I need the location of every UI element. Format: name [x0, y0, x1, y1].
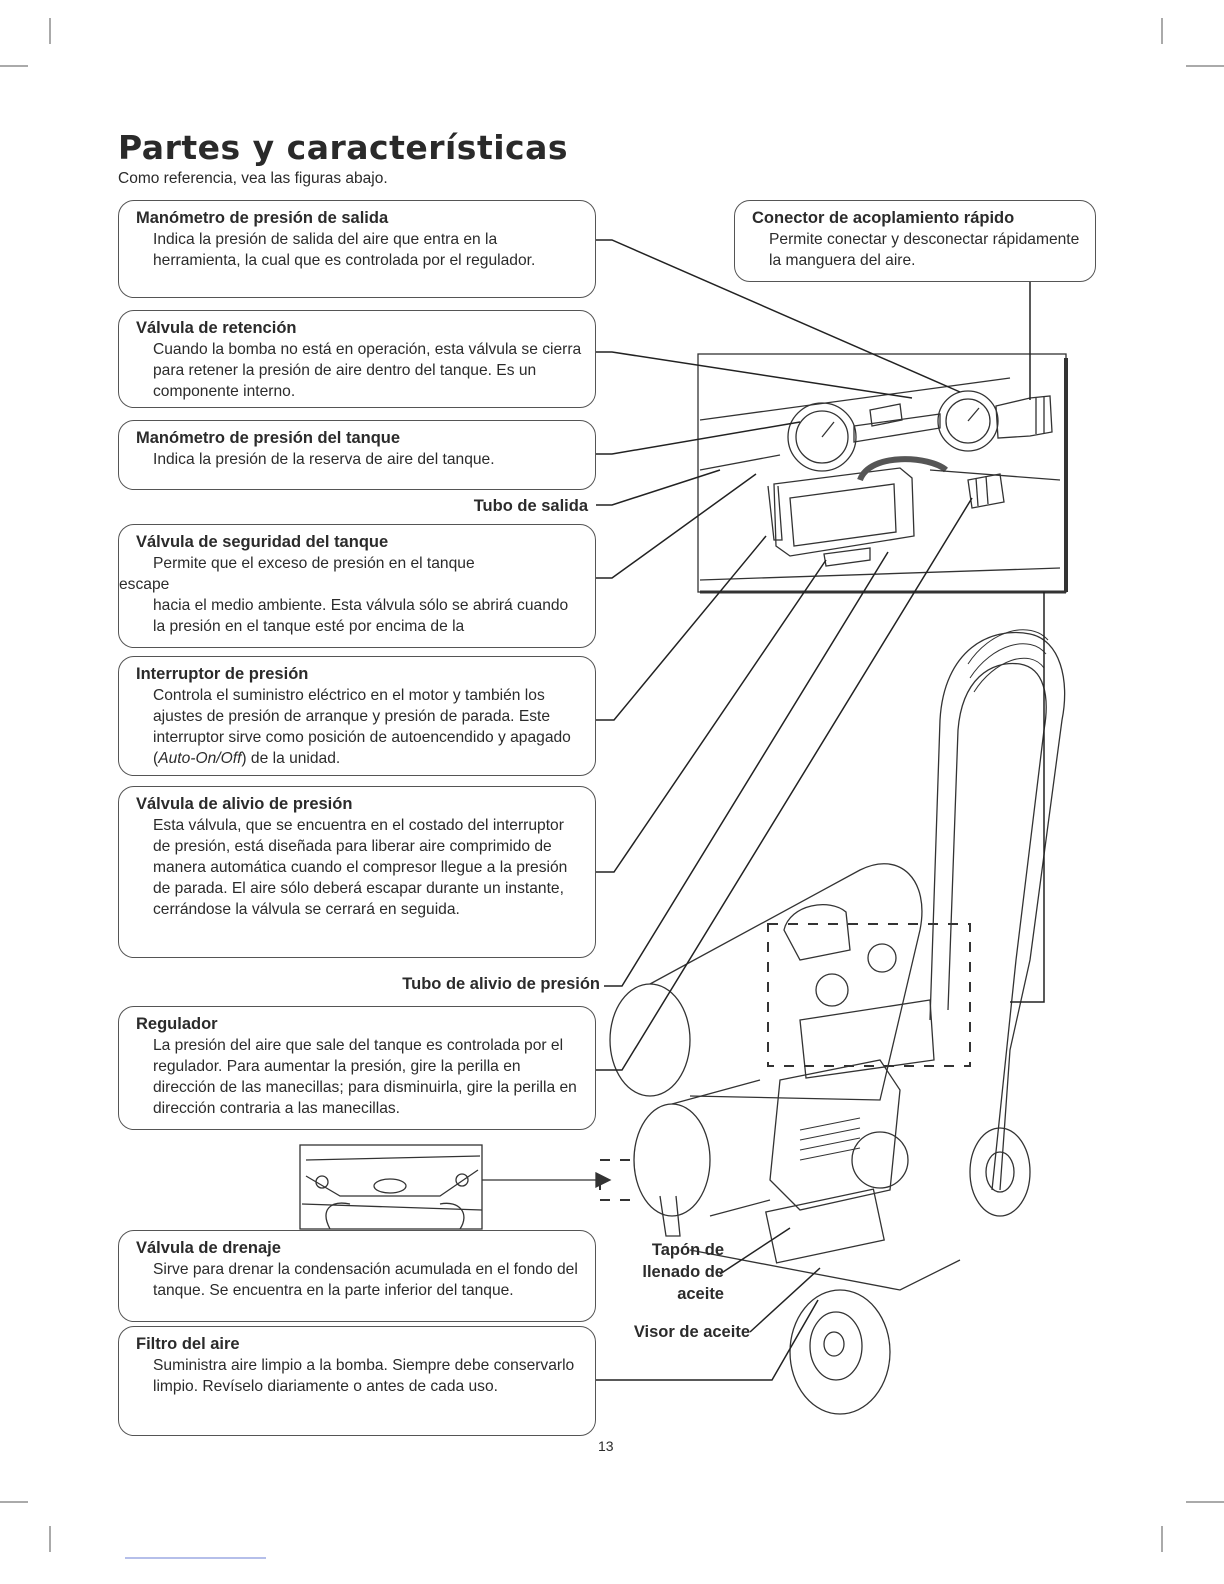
callout-title: Válvula de seguridad del tanque — [136, 533, 389, 551]
callout-body: Cuando la bomba no está en operación, es… — [153, 341, 582, 400]
callout-title: Filtro del aire — [136, 1335, 240, 1353]
callout-body: Sirve para drenar la condensación acumul… — [153, 1261, 578, 1299]
callout-tank-gauge: Manómetro de presión del tanque Indica l… — [118, 420, 596, 490]
callout-title: Válvula de drenaje — [136, 1239, 281, 1257]
callout-title: Manómetro de presión de salida — [136, 209, 389, 227]
callout-safety-valve: Válvula de seguridad del tanque Permite … — [118, 524, 596, 648]
callout-body: Suministra aire limpio a la bomba. Siemp… — [153, 1357, 575, 1395]
label-relief-tube: Tubo de alivio de presión — [402, 975, 600, 993]
dashed-highlights — [599, 923, 971, 1201]
drain-inset — [299, 1144, 612, 1230]
crop-marks — [0, 18, 1224, 1552]
callout-body: Esta válvula, que se encuentra en el cos… — [153, 817, 568, 918]
callout-body-line1: Permite que el exceso de presión en el t… — [153, 555, 475, 572]
callout-body: Permite conectar y desconectar rápidamen… — [769, 231, 1080, 269]
compressor-body — [609, 629, 1066, 1415]
callout-title: Conector de acoplamiento rápido — [752, 209, 1015, 227]
label-oil-sight: Visor de aceite — [633, 1323, 750, 1341]
label-oil-cap-2: llenado de — [642, 1263, 724, 1281]
callout-pressure-switch: Interruptor de presión Controla el sumin… — [118, 656, 596, 776]
callout-check-valve: Válvula de retención Cuando la bomba no … — [118, 310, 596, 408]
callout-body: Controla el suministro eléctrico en el m… — [153, 687, 571, 767]
page-number: 13 — [598, 1438, 614, 1454]
callout-drain-valve: Válvula de drenaje Sirve para drenar la … — [118, 1230, 596, 1322]
callout-title: Válvula de alivio de presión — [136, 795, 353, 813]
callout-quick-coupler: Conector de acoplamiento rápido Permite … — [734, 200, 1096, 282]
callout-body: Indica la presión de salida del aire que… — [153, 231, 536, 269]
page-title: Partes y características — [118, 128, 569, 167]
callout-regulator: Regulador La presión del aire que sale d… — [118, 1006, 596, 1130]
callout-title: Válvula de retención — [136, 319, 297, 337]
callout-title: Interruptor de presión — [136, 665, 309, 683]
callout-body-line3: hacia el medio ambiente. Esta válvula só… — [153, 597, 569, 635]
callout-body: Indica la presión de la reserva de aire … — [153, 451, 495, 468]
callout-outlet-gauge: Manómetro de presión de salida Indica la… — [118, 200, 596, 298]
callout-title: Regulador — [136, 1015, 218, 1033]
callout-body-line2: escape — [119, 576, 170, 593]
detail-inset — [697, 353, 1068, 594]
callout-air-filter: Filtro del aire Suministra aire limpio a… — [118, 1326, 596, 1436]
callout-relief-valve: Válvula de alivio de presión Esta válvul… — [118, 786, 596, 958]
callout-title: Manómetro de presión del tanque — [136, 429, 401, 447]
label-oil-cap-3: aceite — [677, 1285, 724, 1303]
label-oil-cap-1: Tapón de — [651, 1241, 724, 1259]
page-subtitle: Como referencia, vea las figuras abajo. — [118, 170, 388, 187]
label-outlet-tube: Tubo de salida — [473, 497, 588, 515]
leader-lines — [596, 239, 1045, 1381]
callout-body: La presión del aire que sale del tanque … — [153, 1037, 577, 1117]
